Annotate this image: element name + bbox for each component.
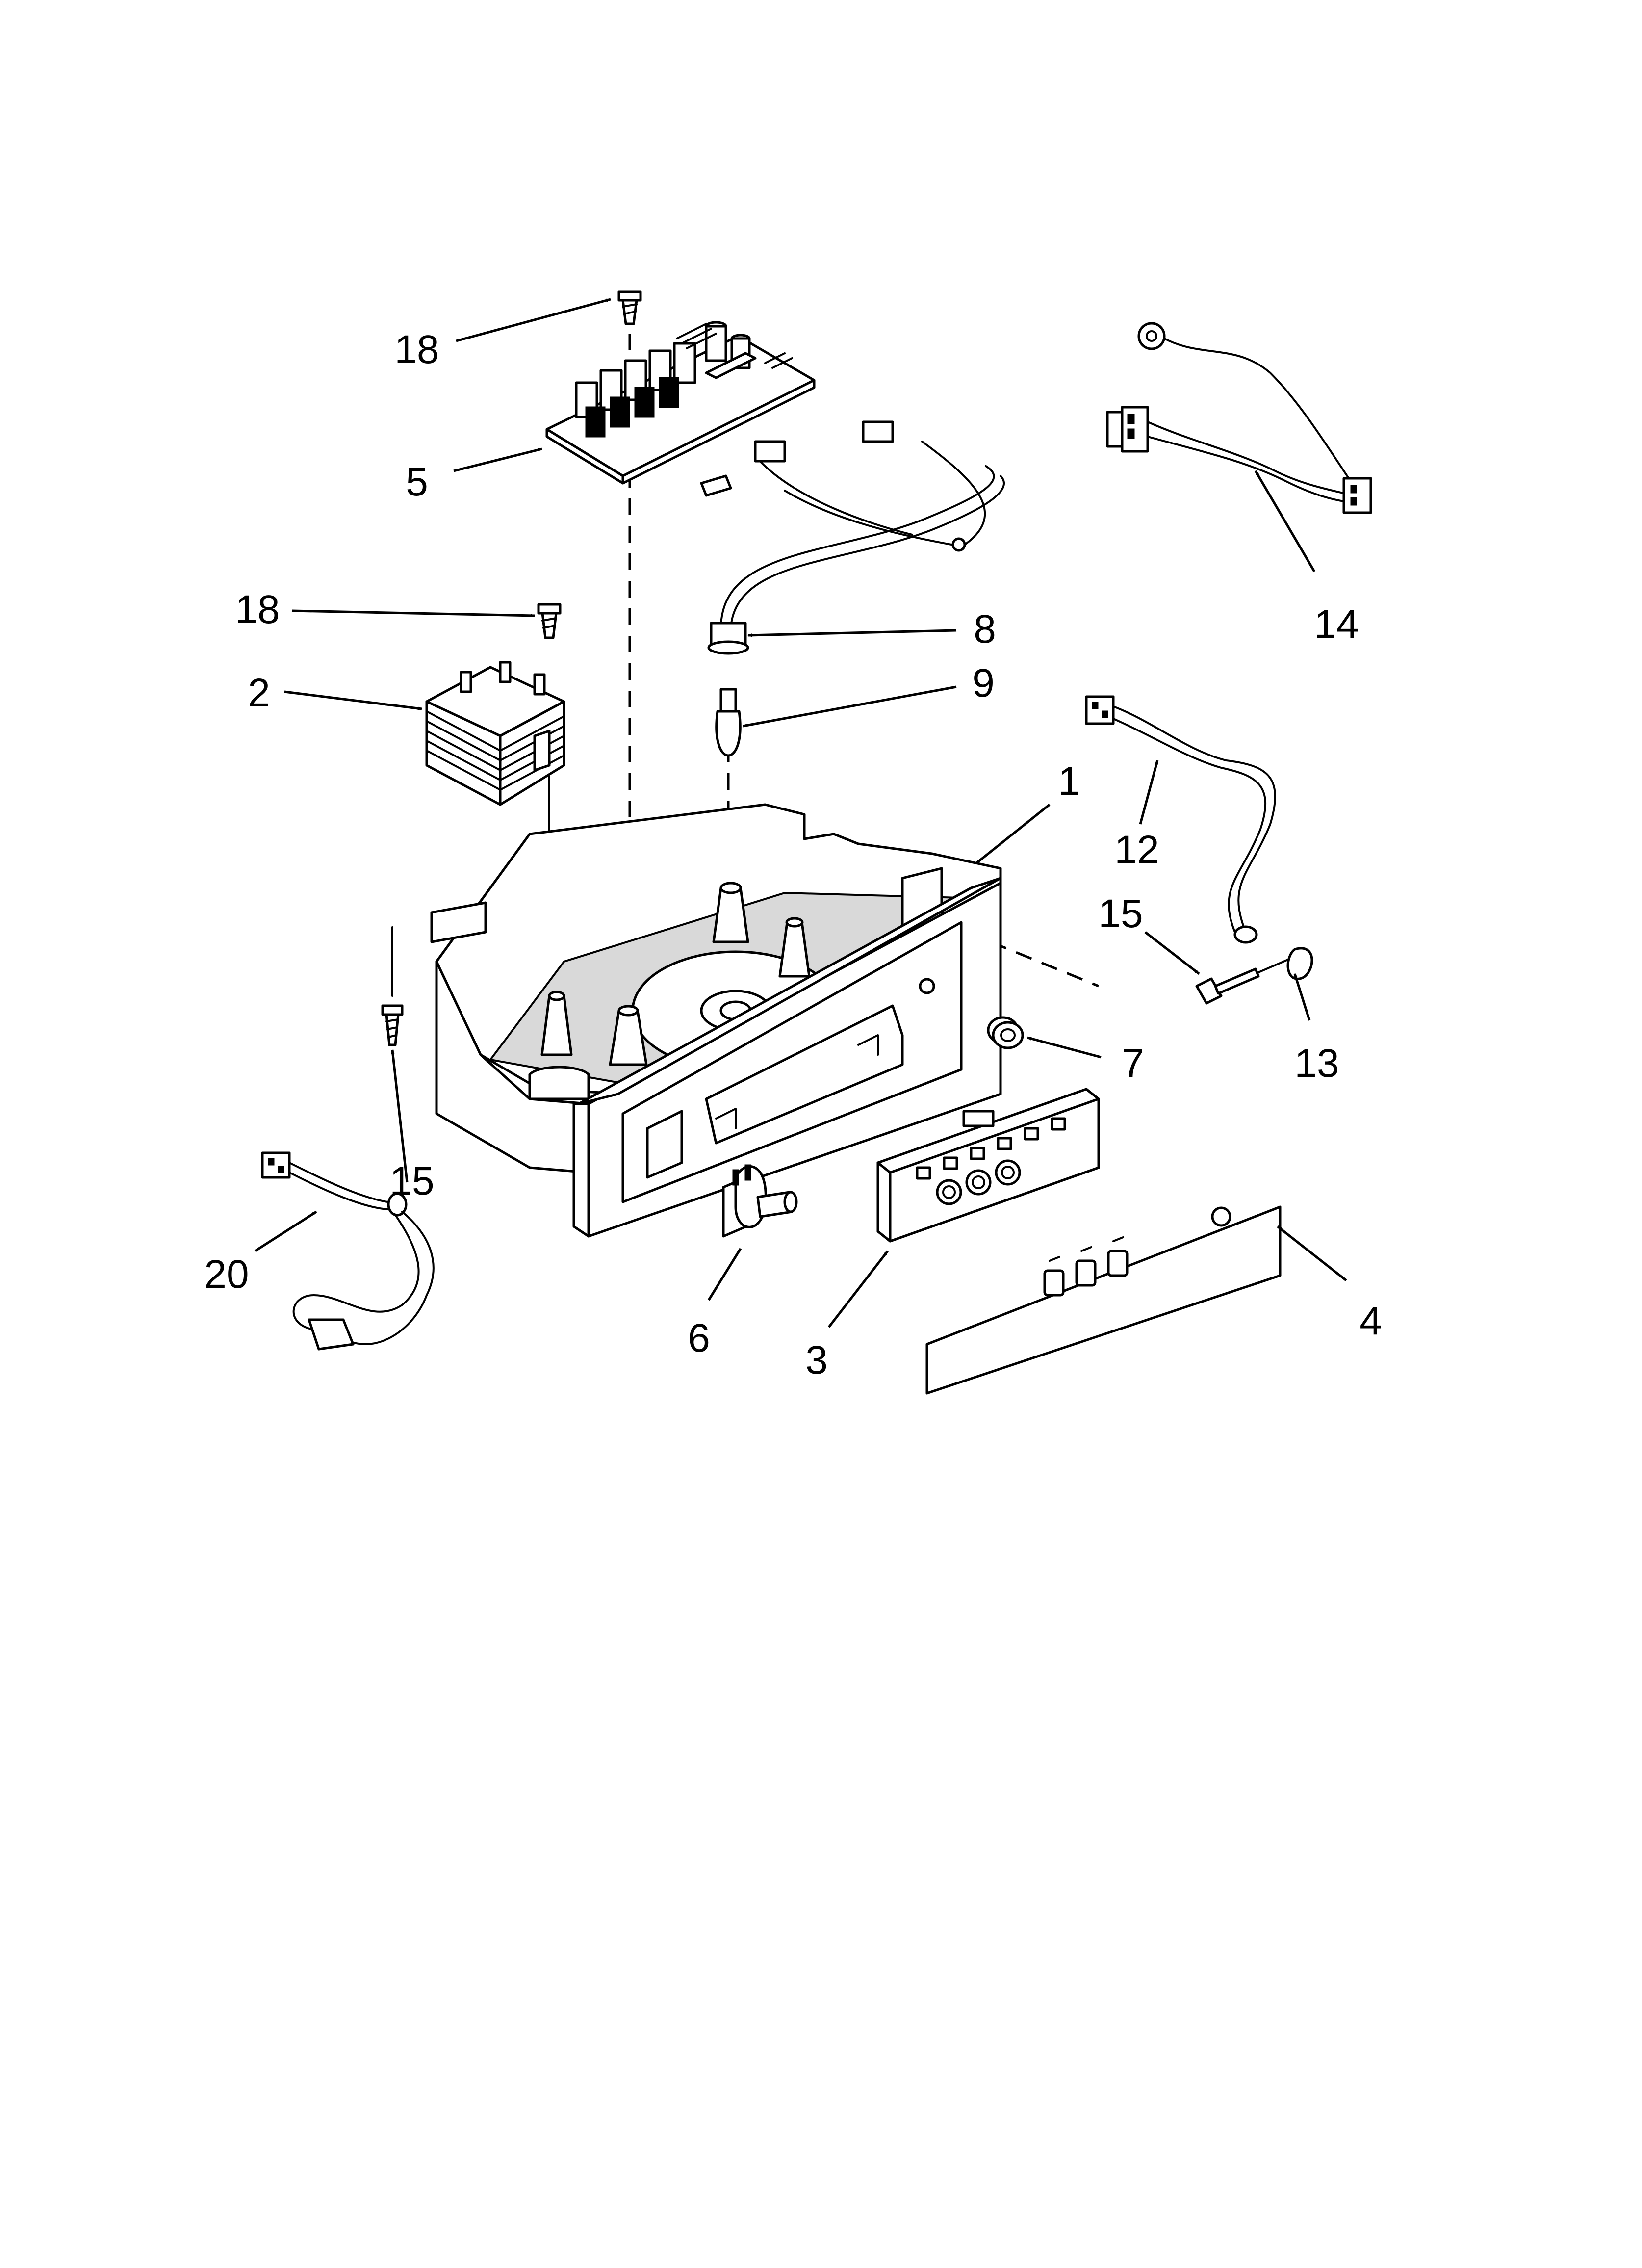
- screw-ground: [1195, 967, 1260, 1005]
- callout-6: 6: [688, 1316, 710, 1360]
- leader-lines: [254, 298, 1347, 1328]
- control-housing: [430, 803, 1002, 1238]
- grommet: [987, 1016, 1024, 1049]
- callout-1: 1: [1058, 759, 1080, 804]
- sensor-harness: [261, 1151, 435, 1351]
- wire-harness-12: [1085, 695, 1276, 944]
- callout-4: 4: [1360, 1299, 1382, 1343]
- screw-mid: [537, 603, 562, 639]
- control-board: [545, 321, 816, 485]
- callout-15-left: 15: [389, 1159, 434, 1203]
- front-overlay: [925, 1205, 1282, 1395]
- callout-18-top: 18: [394, 327, 439, 372]
- lamp-bulb: [715, 688, 742, 757]
- callout-7: 7: [1122, 1041, 1144, 1086]
- control-panel: [876, 1088, 1100, 1243]
- lamp-harness: [700, 420, 1005, 655]
- screw-left: [381, 1004, 404, 1046]
- ground-clip: [1257, 947, 1313, 980]
- callouts: 18 5 18 2 8 9 14 1 12 15 13 7 15 20 6 3 …: [204, 327, 1382, 1382]
- callout-20: 20: [204, 1252, 249, 1297]
- callout-2: 2: [248, 671, 270, 715]
- callout-14: 14: [1314, 602, 1359, 647]
- callout-9: 9: [972, 661, 995, 705]
- switch: [722, 1164, 798, 1238]
- callout-15-right: 15: [1098, 891, 1143, 936]
- callout-12: 12: [1114, 828, 1159, 872]
- callout-13: 13: [1294, 1041, 1339, 1086]
- callout-5: 5: [406, 460, 428, 504]
- screw-top: [617, 290, 642, 325]
- callout-18-mid: 18: [235, 587, 280, 632]
- transformer: [425, 661, 565, 806]
- wire-harness-14: [1106, 322, 1372, 514]
- callout-8: 8: [974, 607, 996, 652]
- callout-3: 3: [805, 1338, 828, 1382]
